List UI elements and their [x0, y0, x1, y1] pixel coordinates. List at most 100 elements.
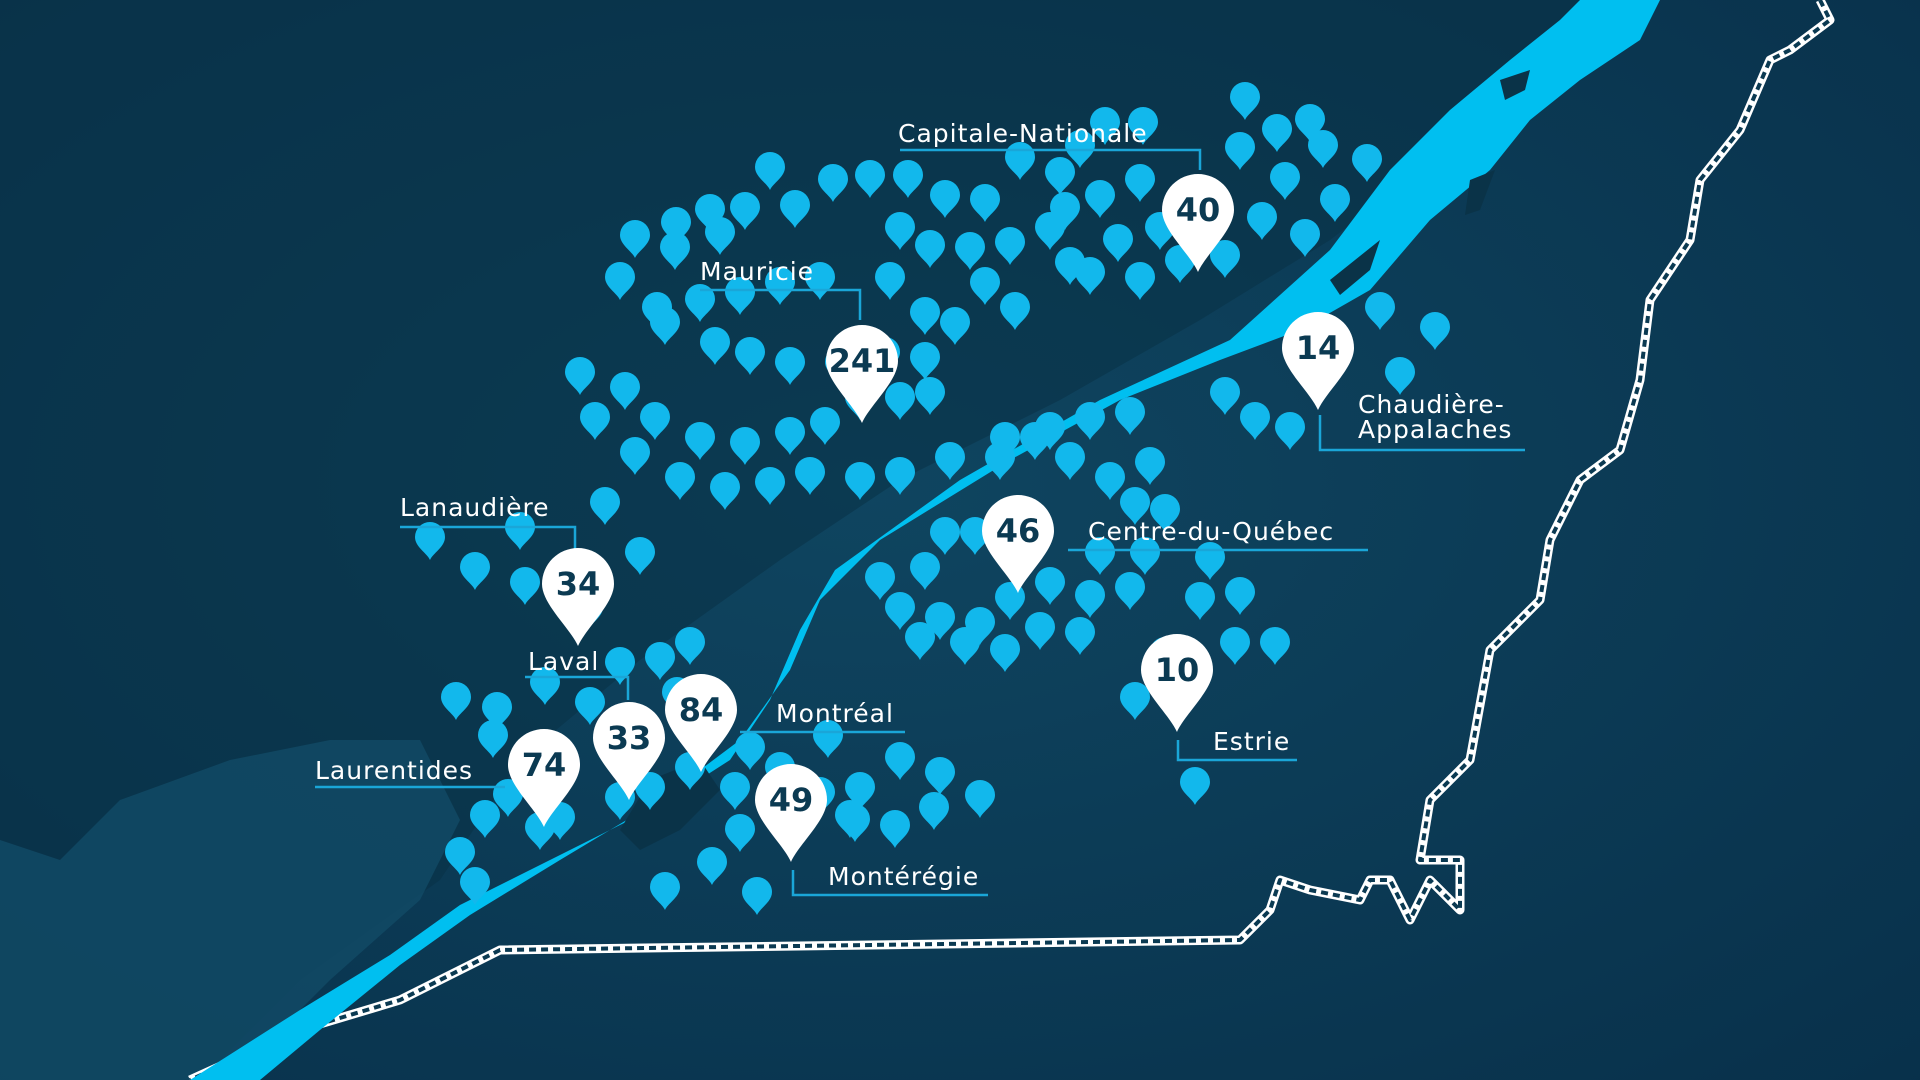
map-pin-icon — [970, 267, 1000, 305]
count-montreal: 84 — [679, 691, 724, 729]
map-pin-icon — [1275, 412, 1305, 450]
map-pin-icon — [445, 837, 475, 875]
map-pin-icon — [885, 742, 915, 780]
map-pin-icon — [775, 417, 805, 455]
map-pin-icon — [775, 347, 805, 385]
map-pin-icon — [1295, 104, 1325, 142]
leader-line-monteregie — [791, 870, 988, 897]
count-pin-icon[interactable]: 33 — [593, 702, 665, 800]
map-pin-icon — [935, 442, 965, 480]
map-pin-icon — [845, 462, 875, 500]
map-pin-icon — [1085, 180, 1115, 218]
count-chaudiere-appalaches: 14 — [1296, 329, 1341, 367]
region-label-lanaudiere: Lanaudière — [400, 493, 550, 522]
count-pin-icon[interactable]: 34 — [542, 548, 614, 646]
map-pin-icon — [1125, 262, 1155, 300]
map-pin-icon — [565, 357, 595, 395]
map-pin-icon — [1135, 447, 1165, 485]
map-pin-icon — [813, 720, 843, 758]
map-pin-icon — [441, 682, 471, 720]
map-pin-icon — [893, 160, 923, 198]
map-pin-icon — [1385, 357, 1415, 395]
map-pin-icon — [1365, 292, 1395, 330]
map-pin-icon — [1150, 494, 1180, 532]
map-pin-icon — [1000, 292, 1030, 330]
map-pin-icon — [735, 337, 765, 375]
count-estrie: 10 — [1155, 651, 1200, 689]
region-labels: Capitale-Nationale Mauricie Chaudière- A… — [315, 119, 1511, 891]
map-pin-icon — [1270, 162, 1300, 200]
map-pin-icon — [605, 262, 635, 300]
map-pin-icon — [1055, 442, 1085, 480]
map-pin-icon — [865, 562, 895, 600]
map-pin-icon — [1090, 107, 1120, 145]
region-label-montreal: Montréal — [776, 699, 894, 728]
map-pin-icon — [415, 522, 445, 560]
map-pin-icon — [1120, 487, 1150, 525]
map-pin-icon — [919, 792, 949, 830]
leader-line-estrie — [1176, 740, 1297, 762]
map-pin-icon — [580, 402, 610, 440]
map-pin-icon — [1075, 580, 1105, 618]
map-pin-icon — [885, 457, 915, 495]
map-pin-icon — [635, 772, 665, 810]
map-pin-icon — [730, 427, 760, 465]
map-pin-icon — [1262, 114, 1292, 152]
map-pin-icon — [705, 217, 735, 255]
map-pin-icon — [1260, 627, 1290, 665]
map-pin-icon — [470, 800, 500, 838]
count-pin-icon[interactable]: 241 — [826, 325, 898, 423]
map-pin-icon — [1352, 144, 1382, 182]
map-pin-icon — [885, 212, 915, 250]
map-pin-icon — [1308, 130, 1338, 168]
map-pin-icon — [1115, 397, 1145, 435]
map-pin-icon — [755, 152, 785, 190]
map-pin-icon — [620, 437, 650, 475]
map-pin-icon — [855, 160, 885, 198]
count-pin-icon[interactable]: 46 — [982, 495, 1054, 593]
region-label-chaudiere-appalaches: Chaudière- — [1358, 390, 1505, 419]
map-pin-icon — [915, 377, 945, 415]
count-lanaudiere: 34 — [556, 565, 601, 603]
map-pin-icon — [685, 422, 715, 460]
map-pin-icon — [925, 757, 955, 795]
map-pin-icon — [590, 487, 620, 525]
leader-line-chaudiere-appalaches — [1318, 415, 1525, 452]
map-pin-icon — [1005, 142, 1035, 180]
count-pin-icon[interactable]: 84 — [665, 674, 737, 772]
map-pin-icon — [1075, 402, 1105, 440]
map-pin-icon — [1130, 537, 1160, 575]
map-pin-icon — [1035, 412, 1065, 450]
region-label-capitale-nationale: Capitale-Nationale — [898, 119, 1148, 148]
map-pin-icon — [880, 810, 910, 848]
map-pin-icon — [1025, 612, 1055, 650]
map-pin-icon — [1065, 617, 1095, 655]
map-pin-icon — [620, 220, 650, 258]
map-pin-icon — [505, 512, 535, 550]
count-pin-icon[interactable]: 14 — [1282, 312, 1354, 410]
map-pin-icon — [965, 780, 995, 818]
map-pin-icon — [1210, 240, 1240, 278]
map-pin-icon — [810, 407, 840, 445]
map-pin-icon — [910, 342, 940, 380]
region-label-mauricie: Mauricie — [700, 257, 814, 286]
count-badges: 40 241 14 34 46 33 84 74 — [508, 174, 1354, 862]
map-pin-icon — [1035, 567, 1065, 605]
count-pin-icon[interactable]: 40 — [1162, 174, 1234, 272]
count-pin-icon[interactable]: 74 — [508, 729, 580, 827]
count-pin-icon[interactable]: 10 — [1141, 634, 1213, 732]
map-pin-icon — [575, 687, 605, 725]
map-pin-icon — [460, 552, 490, 590]
map-pin-icon — [665, 462, 695, 500]
map-pin-icon — [725, 277, 755, 315]
map-pin-icon — [1220, 627, 1250, 665]
map-pin-icon — [1115, 572, 1145, 610]
count-monteregie: 49 — [769, 781, 814, 819]
map-pin-icon — [1420, 312, 1450, 350]
count-pin-icon[interactable]: 49 — [755, 764, 827, 862]
count-capitale-nationale: 40 — [1176, 191, 1221, 229]
map-pin-icon — [875, 262, 905, 300]
map-pin-icon — [885, 592, 915, 630]
leader-line-mauricie — [700, 288, 862, 320]
map-pin-icon — [1195, 542, 1225, 580]
